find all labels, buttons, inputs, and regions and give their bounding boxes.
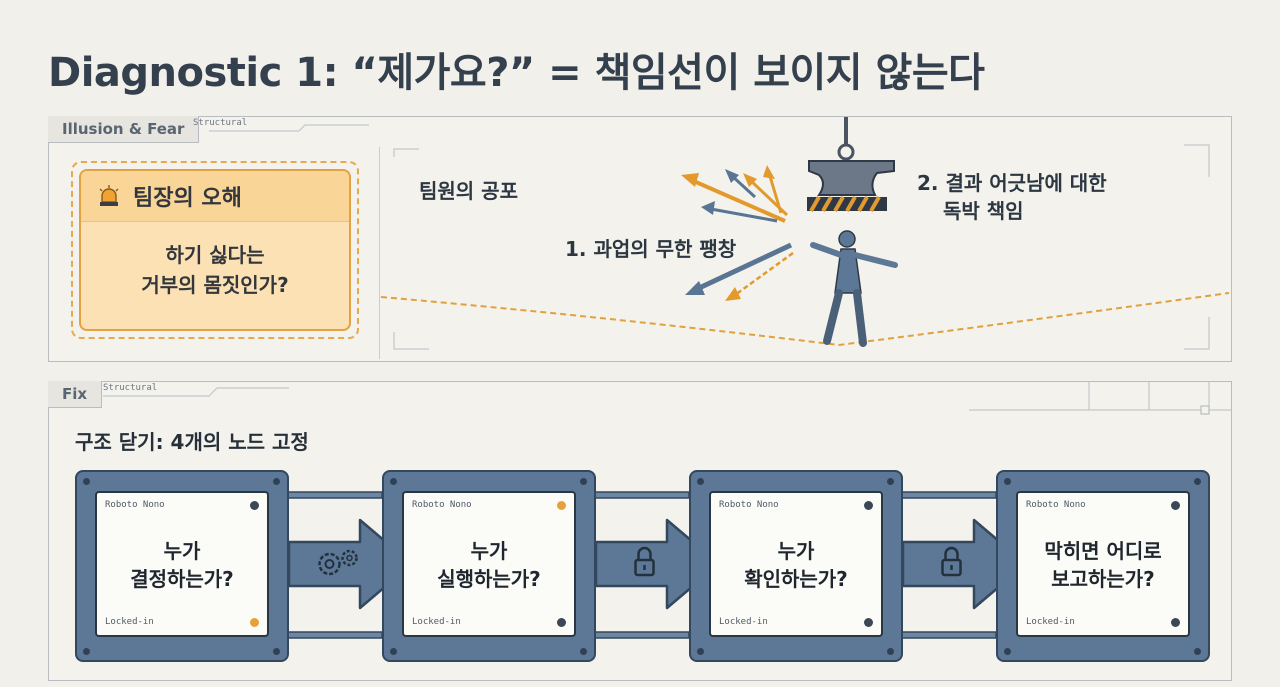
node-question-line1: 누가 [777, 539, 815, 563]
screw-icon [273, 648, 280, 655]
status-dot [864, 501, 873, 510]
screw-icon [697, 648, 704, 655]
status-dot [250, 501, 259, 510]
expansion-arrows-icon [681, 165, 794, 301]
panel-frame-lines [103, 382, 1231, 415]
screw-icon [390, 478, 397, 485]
status-dot [557, 501, 566, 510]
panel-tab-illusion: Illusion & Fear [48, 116, 200, 143]
node-bottom-label: Locked-in [1026, 617, 1075, 627]
node-question-line2: 확인하는가? [744, 567, 848, 591]
screw-icon [273, 478, 280, 485]
padlock-icon [634, 546, 655, 577]
panel-divider [379, 147, 380, 359]
node-top-label: Roboto Nono [1026, 500, 1086, 510]
label-sole-blame: 2. 결과 어긋남에 대한 독박 책임 [917, 169, 1107, 225]
node-bottom-label: Locked-in [105, 617, 154, 627]
fix-panel: Fix Structural 구조 닫기: 4개의 노드 고정 Roboto N… [48, 381, 1232, 681]
screw-icon [697, 478, 704, 485]
screw-icon [580, 648, 587, 655]
node-question-line2: 실행하는가? [437, 567, 541, 591]
node-question-line1: 누가 [470, 539, 508, 563]
connector-arrow [284, 491, 414, 639]
node-question-line1: 누가 [163, 539, 201, 563]
node-connectors [284, 491, 1028, 639]
node-top-label: Roboto Nono [105, 500, 165, 510]
leader-misconception-card: 팀장의 오해 하기 싫다는 거부의 몸짓인가? [71, 161, 359, 339]
node-top-label: Roboto Nono [412, 500, 472, 510]
status-dot [1171, 618, 1180, 627]
screw-icon [390, 648, 397, 655]
screw-icon [1194, 478, 1201, 485]
fix-heading: 구조 닫기: 4개의 노드 고정 [75, 430, 309, 454]
padlock-icon [941, 546, 962, 577]
page-title: Diagnostic 1: “제가요?” = 책임선이 보이지 않는다 [48, 50, 985, 96]
node-question-line2: 보고하는가? [1051, 567, 1155, 591]
leader-card-line1: 하기 싫다는 [165, 243, 265, 267]
status-dot [557, 618, 566, 627]
screw-icon [1004, 648, 1011, 655]
screw-icon [1194, 648, 1201, 655]
screw-icon [1004, 478, 1011, 485]
panel-tab-sublabel: Structural [193, 118, 248, 128]
tightrope-walker-icon [810, 230, 898, 347]
label-task-expansion: 1. 과업의 무한 팽창 [565, 237, 737, 261]
panel-frame-lines [209, 124, 1210, 350]
screw-icon [887, 648, 894, 655]
anvil-icon [807, 117, 895, 212]
status-dot [1171, 501, 1180, 510]
panel-tab-sublabel: Structural [103, 383, 158, 393]
status-dot [250, 618, 259, 627]
label-sole-blame-line1: 2. 결과 어긋남에 대한 [917, 171, 1107, 195]
tightrope-line [380, 292, 1230, 347]
label-sole-blame-line2: 독박 책임 [943, 199, 1024, 223]
node-question-line1: 막히면 어디로 [1044, 539, 1162, 563]
panel-tab-fix: Fix [48, 381, 103, 408]
gears-icon [318, 549, 358, 576]
status-dot [864, 618, 873, 627]
connector-arrow [591, 491, 721, 639]
node-bottom-label: Locked-in [719, 617, 768, 627]
screw-icon [580, 478, 587, 485]
fear-title: 팀원의 공포 [419, 179, 518, 203]
tightrope-scene [380, 117, 1230, 347]
screw-icon [887, 478, 894, 485]
illusion-fear-panel: Illusion & Fear Structural 팀장의 오해 하기 싫다는 [48, 116, 1232, 362]
leader-card-line2: 거부의 몸짓인가? [141, 273, 289, 297]
node-top-label: Roboto Nono [719, 500, 779, 510]
screw-icon [83, 648, 90, 655]
node-question-line2: 결정하는가? [130, 567, 234, 591]
node-bottom-label: Locked-in [412, 617, 461, 627]
leader-card-title: 팀장의 오해 [133, 186, 242, 211]
alarm-light-icon [99, 185, 119, 206]
screw-icon [83, 478, 90, 485]
